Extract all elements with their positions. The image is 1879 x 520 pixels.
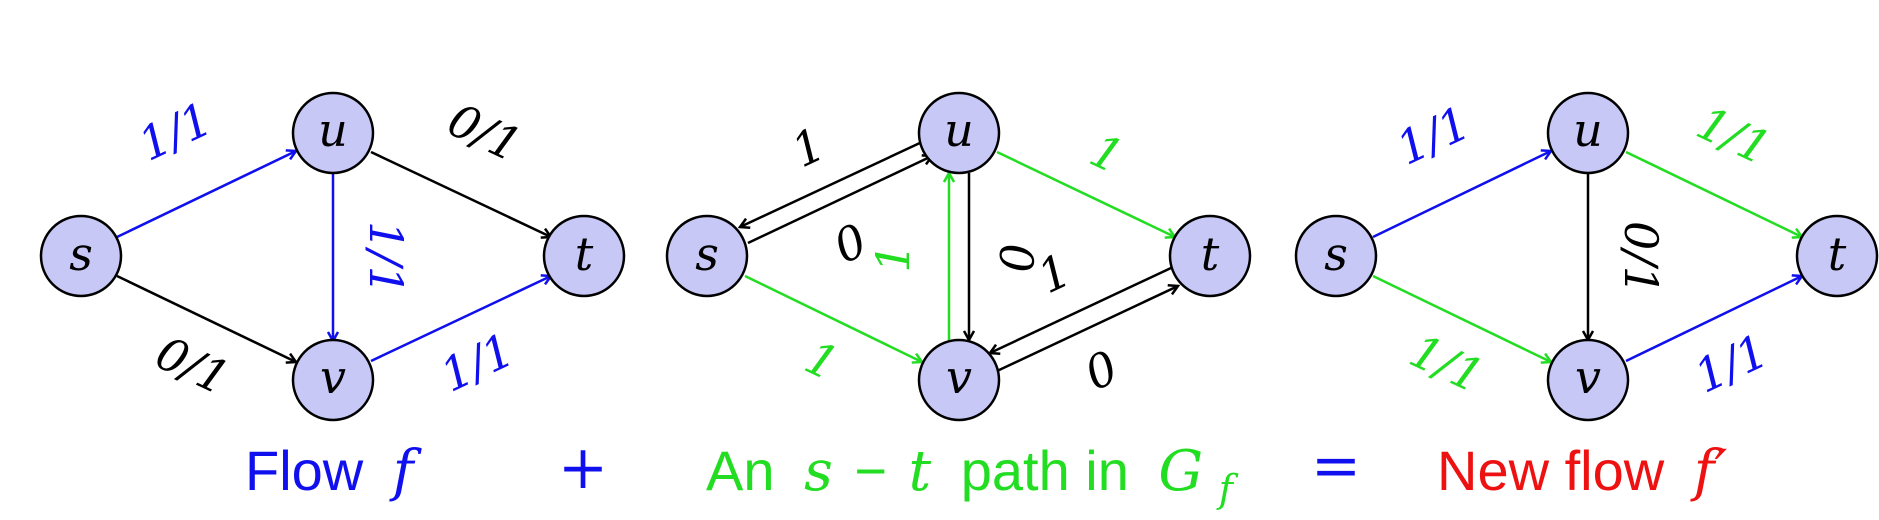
- svg-text:v: v: [1575, 350, 1601, 404]
- edge-u-t: [370, 150, 551, 237]
- node-t: t: [542, 214, 626, 298]
- svg-text:u: u: [944, 103, 974, 157]
- label-v-t: 0: [1077, 340, 1126, 401]
- edge-v-t: [370, 276, 551, 363]
- edge-s-u: [116, 151, 296, 239]
- svg-text:t: t: [1201, 227, 1220, 281]
- label-u-v: 0: [989, 243, 1043, 272]
- caption-plus: +: [558, 433, 608, 503]
- svg-text:v: v: [320, 350, 346, 404]
- svg-text:t: t: [575, 227, 594, 281]
- node-u: u: [1546, 91, 1630, 175]
- label-v-t: 1/1: [432, 322, 522, 402]
- label-u-v: 1/1: [359, 221, 413, 295]
- edge-u-t: [1625, 150, 1802, 237]
- caption-equals: =: [1311, 431, 1361, 501]
- label-u-t: 1/1: [1689, 95, 1779, 175]
- caption-row: Flow f + An s − t path in G f = New flow…: [245, 431, 1727, 511]
- caption-flow: Flow f: [245, 439, 423, 504]
- svg-text:s: s: [1324, 227, 1348, 281]
- edge-s-v: [744, 274, 922, 362]
- edge-s-v: [1372, 274, 1551, 362]
- node-v: v: [917, 338, 1001, 422]
- label-u-v: 0/1: [1614, 221, 1668, 295]
- label-u-t: 1: [1082, 123, 1131, 184]
- edge-u-s: [740, 140, 923, 227]
- edge-v-t: [996, 286, 1178, 373]
- node-v: v: [1546, 338, 1630, 422]
- node-s: s: [1294, 214, 1378, 298]
- svg-text:s: s: [69, 227, 93, 281]
- label-s-v: 0/1: [148, 325, 238, 405]
- node-s: s: [39, 214, 123, 298]
- svg-text:v: v: [946, 350, 972, 404]
- svg-text:u: u: [1573, 103, 1603, 157]
- node-s: s: [665, 214, 749, 298]
- label-u-s: 1: [784, 117, 833, 178]
- label-s-u: 1/1: [1388, 95, 1478, 175]
- diagram-new-flow: 1/1 1/1 0/1 1/1 1/1 s u v t: [1294, 91, 1879, 422]
- label-v-u: 1: [866, 243, 920, 272]
- label-t-v: 1: [1030, 243, 1079, 304]
- svg-text:t: t: [1828, 227, 1847, 281]
- edge-s-u: [1372, 151, 1551, 239]
- svg-text:u: u: [318, 103, 348, 157]
- node-t: t: [1795, 214, 1879, 298]
- diagram-flow: 1/1 0/1 1/1 0/1 1/1 s u v t: [39, 91, 626, 422]
- caption-path: An s − t path in G f: [706, 439, 1239, 511]
- label-u-t: 0/1: [440, 92, 530, 172]
- edge-u-t: [996, 150, 1175, 237]
- label-v-t: 1/1: [1686, 323, 1776, 403]
- svg-text:s: s: [695, 227, 719, 281]
- node-u: u: [291, 91, 375, 175]
- node-v: v: [291, 338, 375, 422]
- label-s-v: 1: [797, 330, 846, 391]
- node-u: u: [917, 91, 1001, 175]
- edge-t-v: [990, 266, 1172, 353]
- edge-s-v: [116, 274, 296, 362]
- caption-new-flow: New flow f′: [1437, 439, 1727, 504]
- label-s-u: 1/1: [130, 91, 220, 171]
- label-s-v: 1/1: [1402, 323, 1492, 403]
- edge-v-t: [1625, 276, 1802, 363]
- edge-s-u: [747, 156, 932, 245]
- diagram-residual: 1 0 1 1 0 1 0 1 s u v t: [665, 91, 1252, 422]
- node-t: t: [1168, 214, 1252, 298]
